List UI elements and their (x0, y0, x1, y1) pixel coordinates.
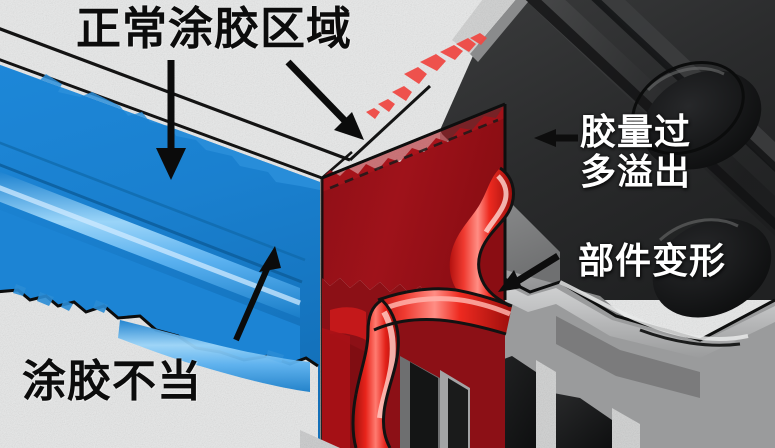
red-glue-splatter (366, 33, 487, 119)
arrow-up-improper-bead (233, 246, 281, 342)
arrow-diagonal-to-red-edge (285, 59, 364, 140)
red-glue-drip (322, 166, 515, 448)
blue-glue-bead (0, 64, 320, 448)
label-normal-glue-area: 正常涂胶区域 (76, 3, 353, 54)
label-glue-overflow-line1: 胶量过 (580, 111, 692, 152)
annotation-arrows (156, 59, 578, 342)
label-component-deformation: 部件变形 (578, 240, 727, 281)
arrow-left-to-overflow (534, 129, 578, 147)
arrow-down-left-to-deformation (498, 253, 560, 292)
arrow-down-to-blue-bead (156, 60, 186, 180)
label-glue-overflow: 胶量过 多溢出 (580, 111, 692, 193)
bracket-ribs-foreground (300, 356, 470, 448)
label-glue-overflow-line2: 多溢出 (580, 151, 692, 193)
label-improper-glue: 涂胶不当 (22, 357, 202, 406)
